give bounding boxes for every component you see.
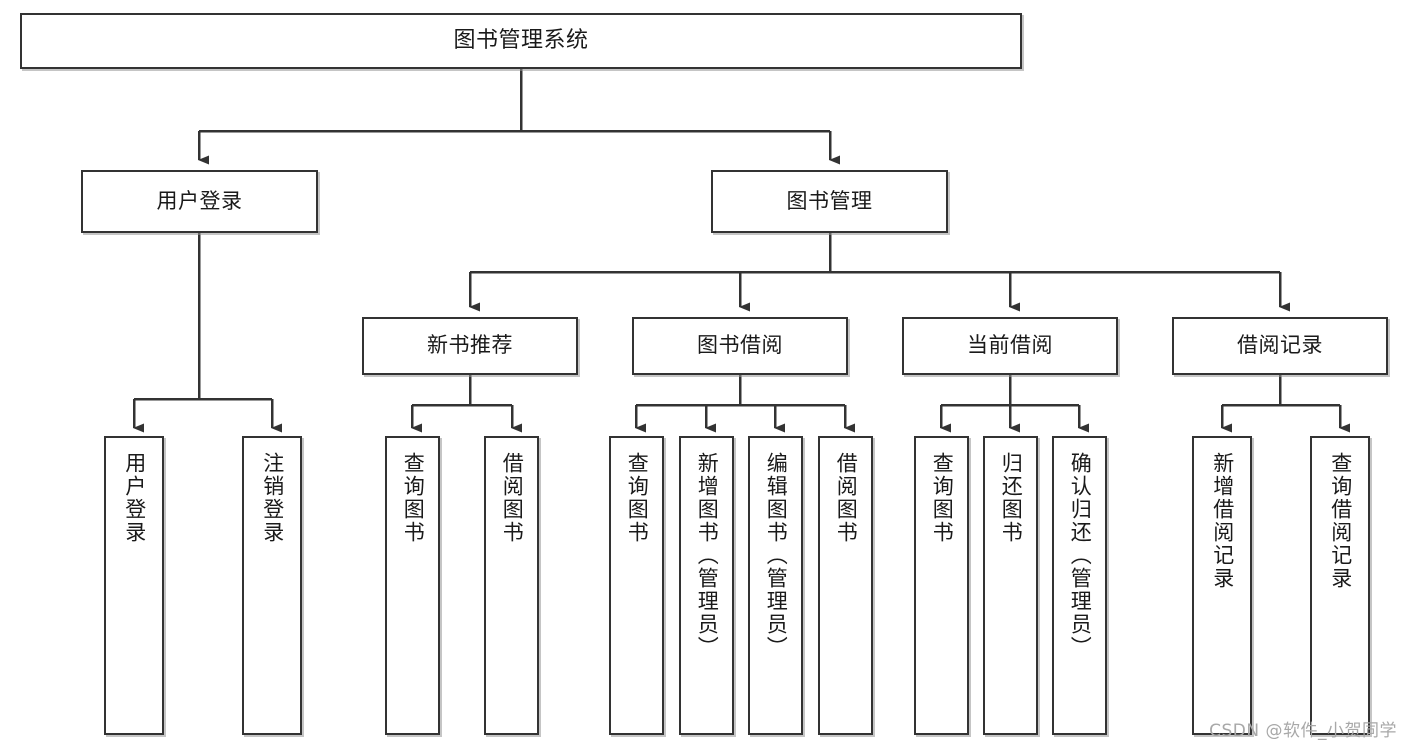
node-label: 图书管理系统 — [453, 27, 589, 53]
leaf-current-borrow-query-books[interactable]: 查询图书 — [914, 436, 969, 735]
node-root-book-management-system[interactable]: 图书管理系统 — [20, 13, 1022, 69]
leaf-new-book-borrow-books[interactable]: 借阅图书 — [484, 436, 539, 735]
node-user-login[interactable]: 用户登录 — [81, 170, 318, 233]
node-book-borrow[interactable]: 图书借阅 — [632, 317, 848, 375]
node-borrow-record[interactable]: 借阅记录 — [1172, 317, 1388, 375]
leaf-user-login-logout[interactable]: 注销登录 — [242, 436, 302, 735]
node-label: 查询图书 — [625, 452, 650, 544]
leaf-book-borrow-add-book-admin[interactable]: 新增图书（管理员） — [679, 436, 734, 735]
leaf-book-borrow-query-books[interactable]: 查询图书 — [609, 436, 664, 735]
node-label: 确认归还（管理员） — [1068, 452, 1093, 659]
node-label: 归还图书 — [999, 452, 1024, 544]
node-new-book-recommend[interactable]: 新书推荐 — [362, 317, 578, 375]
leaf-borrow-record-query-record[interactable]: 查询借阅记录 — [1310, 436, 1370, 735]
leaf-book-borrow-edit-book-admin[interactable]: 编辑图书（管理员） — [748, 436, 803, 735]
node-current-borrow[interactable]: 当前借阅 — [902, 317, 1118, 375]
node-label: 图书借阅 — [697, 333, 783, 358]
leaf-user-login-login[interactable]: 用户登录 — [104, 436, 164, 735]
node-label: 用户登录 — [156, 188, 243, 213]
node-label: 新增图书（管理员） — [695, 452, 720, 659]
node-label: 新增借阅记录 — [1210, 452, 1235, 590]
leaf-book-borrow-borrow-books[interactable]: 借阅图书 — [818, 436, 873, 735]
node-book-management[interactable]: 图书管理 — [711, 170, 948, 233]
node-label: 用户登录 — [122, 452, 147, 544]
node-label: 借阅图书 — [834, 452, 859, 544]
node-label: 注销登录 — [260, 452, 285, 544]
node-label: 借阅图书 — [500, 452, 525, 544]
node-label: 查询借阅记录 — [1328, 452, 1353, 590]
node-label: 新书推荐 — [427, 333, 513, 358]
leaf-borrow-record-add-record[interactable]: 新增借阅记录 — [1192, 436, 1252, 735]
node-label: 借阅记录 — [1237, 333, 1323, 358]
node-label: 查询图书 — [401, 452, 426, 544]
csdn-watermark: CSDN @软件_小贺同学 — [1209, 721, 1397, 741]
leaf-new-book-query-books[interactable]: 查询图书 — [385, 436, 440, 735]
node-label: 图书管理 — [786, 188, 873, 213]
node-label: 编辑图书（管理员） — [764, 452, 789, 659]
node-label: 当前借阅 — [967, 333, 1053, 358]
node-label: 查询图书 — [930, 452, 955, 544]
leaf-current-borrow-return-books[interactable]: 归还图书 — [983, 436, 1038, 735]
leaf-current-borrow-confirm-return-admin[interactable]: 确认归还（管理员） — [1052, 436, 1107, 735]
